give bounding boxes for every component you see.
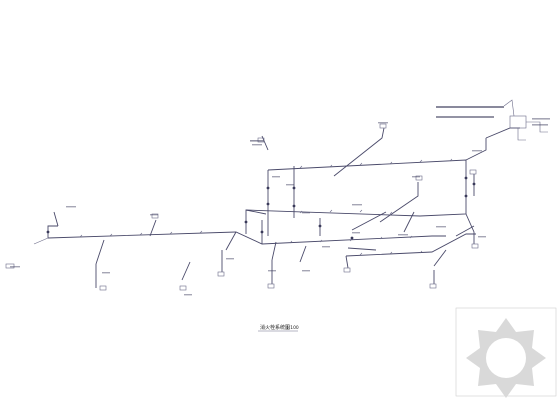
drawing-title: 消火栓系统图 <box>260 324 290 331</box>
hydrant-icon <box>429 283 437 289</box>
valve-icon <box>464 176 468 180</box>
hydrant-icon <box>267 283 275 289</box>
watermark-logo <box>455 307 557 398</box>
riser-pipes <box>95 127 475 288</box>
valves <box>46 176 476 240</box>
hydrant-icon <box>415 175 423 181</box>
hydrant-cabinets <box>5 123 479 291</box>
hydrant-icon <box>151 213 159 219</box>
valve-icon <box>266 186 270 190</box>
hydrant-icon <box>379 123 387 129</box>
valve-icon <box>292 204 296 208</box>
upper-ring-main <box>245 127 520 244</box>
valve-icon <box>350 236 354 240</box>
hydrant-icon <box>217 271 225 277</box>
water-tank-icon <box>509 115 527 129</box>
valve-icon <box>318 224 322 228</box>
valve-icon <box>46 230 50 234</box>
valve-icon <box>464 194 468 198</box>
valve-icon <box>472 182 476 186</box>
valve-icon <box>244 220 248 224</box>
lower-branch-pipe <box>345 233 476 257</box>
valve-icon <box>260 230 264 234</box>
hydrant-icon <box>343 267 351 273</box>
hydrant-icon <box>469 169 477 175</box>
hydrant-icon <box>99 285 107 291</box>
valve-icon <box>292 186 296 190</box>
drawing-title-block: 消火栓系统图 1:100 <box>258 324 299 332</box>
hydrant-icon <box>471 243 479 249</box>
pipe-annotations <box>10 122 486 296</box>
hydrant-icon <box>5 263 15 269</box>
main-distribution-pipe <box>33 211 446 245</box>
drawing-scale: 1:100 <box>286 325 299 331</box>
water-tank-assembly <box>436 99 550 141</box>
hydrant-icon <box>179 285 187 291</box>
valve-icon <box>266 202 270 206</box>
